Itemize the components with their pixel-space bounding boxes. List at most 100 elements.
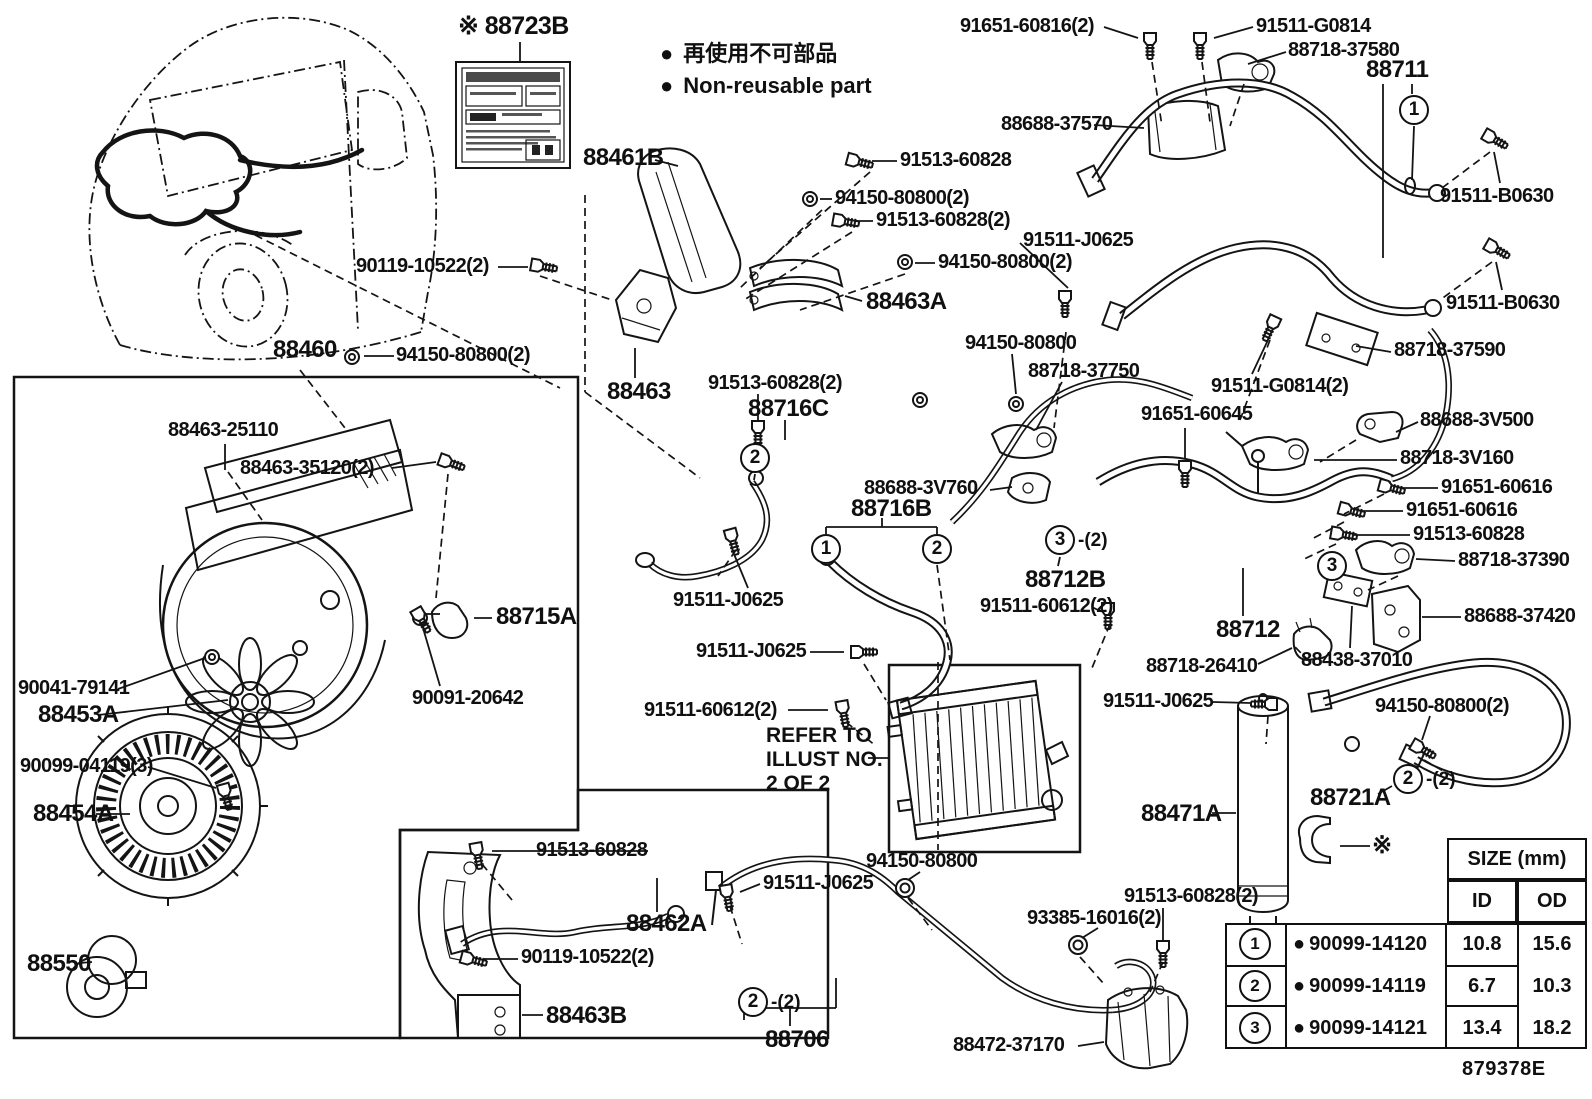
size-table-title: SIZE (mm) <box>1467 847 1567 870</box>
size-marker: 2 <box>738 987 768 1017</box>
part-label: 88463B <box>546 1002 627 1029</box>
discharge-pipe-88706 <box>705 855 1157 1014</box>
part-label: 93385-16016(2) <box>1027 907 1162 929</box>
part-label: 90041-79141 <box>18 677 130 699</box>
part-label: 88718-3V160 <box>1400 447 1514 469</box>
part-label: 88454A <box>33 800 114 827</box>
part-label: 94150-80800(2) <box>396 344 531 366</box>
part-label: 91511-G0814 <box>1256 15 1371 37</box>
part-label: 88438-37010 <box>1301 649 1413 671</box>
part-label: 94150-80800(2) <box>1375 695 1510 717</box>
part-label: 88718-26410 <box>1146 655 1258 677</box>
part-label: 88711 <box>1366 56 1429 83</box>
part-label: 91511-60612(2) <box>980 595 1113 617</box>
legend-text-en: Non-reusable part <box>683 73 872 99</box>
part-label: 91511-J0625 <box>696 640 807 662</box>
part-label: 91651-60645 <box>1141 403 1253 425</box>
part-label: 91511-B0630 <box>1446 292 1560 314</box>
dashed-assembly-lines <box>227 61 1493 993</box>
refer-note-line1: REFER TO <box>766 724 872 747</box>
size-row-2-num: 2 <box>1225 965 1285 1007</box>
legend-row-ja: ● 再使用不可部品 <box>660 41 872 67</box>
bracket-88688-37420 <box>1370 584 1421 654</box>
part-label: 91511-60612(2) <box>644 699 777 721</box>
hose-lower-right <box>1101 240 1442 332</box>
part-label: 94150-80800 <box>965 332 1077 354</box>
pipe-clip-asterisk <box>1298 814 1331 865</box>
part-label: 88721A <box>1310 784 1391 811</box>
size-marker: 2 <box>922 534 952 564</box>
part-label: 88461B <box>583 144 664 171</box>
diagram-code: 879378E <box>1462 1058 1546 1080</box>
size-row-3-part: ●90099-14121 <box>1293 1016 1427 1039</box>
part-label: 88688-3V500 <box>1420 409 1534 431</box>
bracket-88688-37570 <box>1146 99 1227 160</box>
size-row-1-od: 15.6 <box>1532 932 1572 955</box>
condenser-core <box>886 679 1070 841</box>
part-label: 88460 <box>273 336 337 363</box>
refer-note-line3: 2 OF 2 <box>766 772 831 796</box>
part-label: 91651-60616 <box>1406 499 1518 521</box>
bracket-88718-37590 <box>1305 311 1379 367</box>
size-marker: 1 <box>1399 95 1429 125</box>
size-marker-qty: -(2) <box>1078 530 1108 551</box>
part-label: 88718-37390 <box>1458 549 1570 571</box>
plate-88688-3V760 <box>1006 472 1052 504</box>
part-label: 90099-04119(3) <box>20 755 153 777</box>
part-label: 88688-3V760 <box>864 477 978 499</box>
hose-88712 <box>1095 327 1452 504</box>
part-label: 91511-J0625 <box>763 872 874 894</box>
part-label: 91511-J0625 <box>1023 229 1134 251</box>
size-row-2-od: 10.3 <box>1532 974 1572 997</box>
shield-88472-37170 <box>1104 985 1189 1070</box>
part-label: 88718-37590 <box>1394 339 1506 361</box>
size-marker-qty: -(2) <box>771 992 801 1013</box>
size-row-2-id: 6.7 <box>1468 974 1496 997</box>
part-label: 88453A <box>38 701 119 728</box>
size-row-3-num: 3 <box>1225 1007 1285 1049</box>
part-label: 88463 <box>607 378 671 405</box>
non-reusable-bullet-icon: ● <box>1293 1016 1306 1039</box>
part-label: 91511-G0814(2) <box>1211 375 1349 397</box>
fan-motor <box>66 935 147 1018</box>
clamp-88718-37390 <box>1354 540 1416 575</box>
part-label: 88706 <box>765 1026 829 1053</box>
part-label: 91511-J0625 <box>1103 690 1214 712</box>
part-label: 88712 <box>1216 616 1280 643</box>
part-label: ※ <box>1372 832 1392 859</box>
clamp-88718-37580 <box>1216 52 1276 93</box>
suction-hose-88711 <box>1076 78 1446 202</box>
non-reusable-bullet-icon: ● <box>1293 932 1306 955</box>
part-label: 88716C <box>748 395 829 422</box>
clamp-88718-3V160 <box>1225 431 1310 471</box>
non-reusable-bullet-icon: ● <box>660 41 674 67</box>
legend-text-ja: 再使用不可部品 <box>683 41 838 66</box>
part-label: 90119-10522(2) <box>521 946 654 968</box>
pipe-88462A <box>443 878 685 956</box>
part-label: 88471A <box>1141 800 1222 827</box>
part-label: 91513-60828(2) <box>1124 885 1259 907</box>
part-label: 91511-B0630 <box>1440 185 1554 207</box>
size-row-1-id: 10.8 <box>1462 932 1502 955</box>
size-row-3-id: 13.4 <box>1462 1016 1502 1039</box>
part-label: 88462A <box>626 910 707 937</box>
size-row-2-part: ●90099-14119 <box>1293 974 1426 997</box>
hose-88721A <box>1307 657 1571 788</box>
part-label: 88712B <box>1025 566 1106 593</box>
part-label: 88718-37580 <box>1288 39 1400 61</box>
bracket-88463 <box>614 268 678 344</box>
clamp-88718-37750 <box>990 424 1058 459</box>
evaporator-unit-highlight <box>94 128 365 238</box>
size-row-3-od: 18.2 <box>1532 1016 1572 1039</box>
part-label: 88716B <box>851 495 932 522</box>
refer-note-line2: ILLUST NO. <box>766 748 883 772</box>
part-label: 91651-60816(2) <box>960 15 1095 37</box>
part-label: 88472-37170 <box>953 1034 1065 1056</box>
part-label: 88550 <box>27 950 91 977</box>
part-label: 91513-60828 <box>900 149 1012 171</box>
bracket-88463A <box>748 259 844 312</box>
size-marker: 3 <box>1045 525 1075 555</box>
part-label: 91513-60828 <box>1413 523 1525 545</box>
